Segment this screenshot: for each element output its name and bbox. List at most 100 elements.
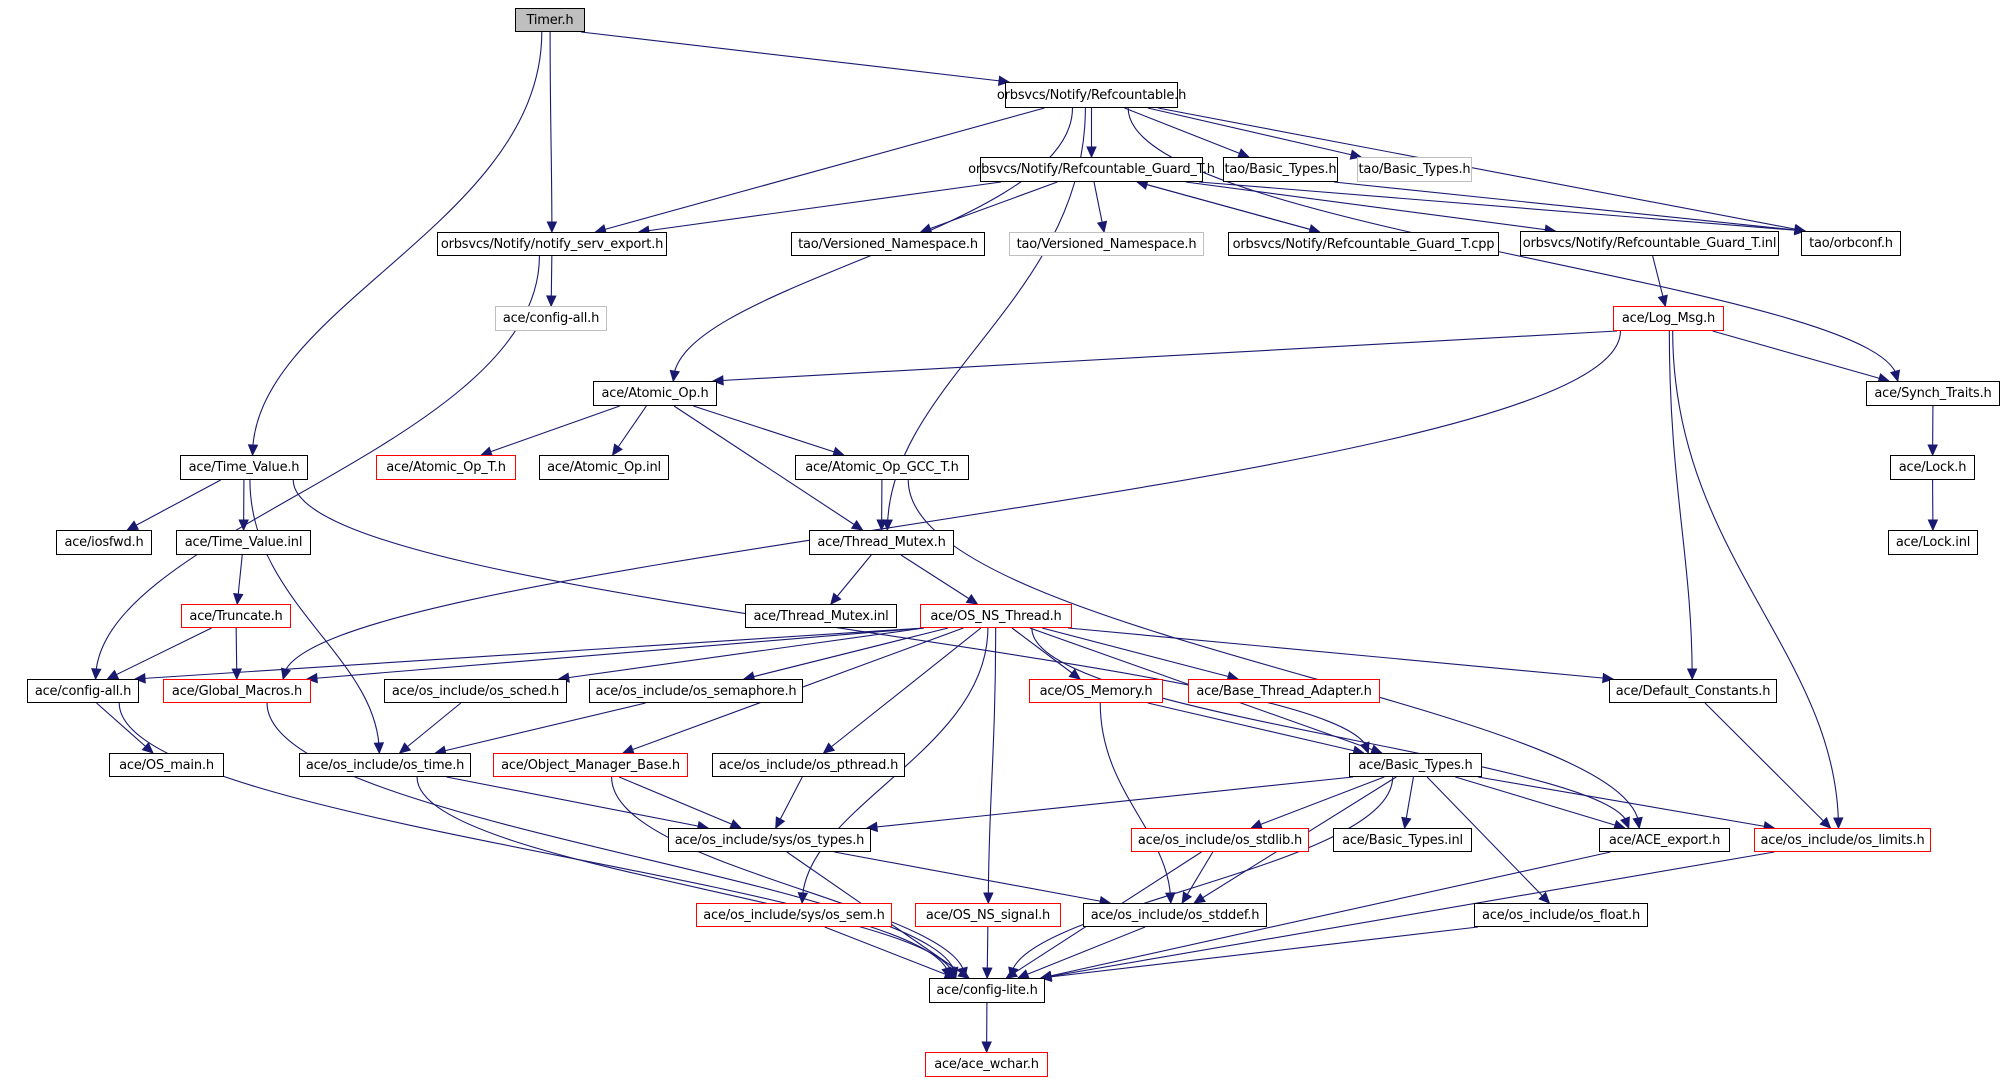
edge-time-value-to-iosfwd [127, 479, 221, 531]
node-os-pthread[interactable]: ace/os_include/os_pthread.h [712, 753, 905, 777]
node-guard-t-h[interactable]: orbsvcs/Notify/Refcountable_Guard_T.h [968, 157, 1215, 182]
node-tao-versioned-ext[interactable]: tao/Versioned_Namespace.h [1009, 232, 1204, 256]
arrowhead-icon [1620, 816, 1630, 830]
node-ace-basic-types[interactable]: ace/Basic_Types.h [1349, 753, 1482, 777]
node-os-ns-thread[interactable]: ace/OS_NS_Thread.h [920, 604, 1072, 628]
node-lock-inl[interactable]: ace/Lock.inl [1888, 530, 1978, 555]
arrowhead-icon [997, 75, 1011, 87]
arrowhead-icon [1193, 892, 1206, 904]
node-refcountable[interactable]: orbsvcs/Notify/Refcountable.h [997, 82, 1186, 108]
node-atomic-op-inl[interactable]: ace/Atomic_Op.inl [539, 455, 669, 480]
node-guard-t-inl[interactable]: orbsvcs/Notify/Refcountable_Guard_T.inl [1520, 231, 1779, 256]
arrowhead-icon [546, 295, 557, 308]
node-tao-basic-types-ext[interactable]: tao/Basic_Types.h [1357, 157, 1472, 182]
node-os-stdlib[interactable]: ace/os_include/os_stdlib.h [1131, 828, 1309, 852]
node-ace-basic-types-inl[interactable]: ace/Basic_Types.inl [1333, 828, 1472, 852]
arrowhead-icon [983, 892, 994, 905]
arrowhead-icon [1833, 817, 1844, 830]
node-lock-h[interactable]: ace/Lock.h [1890, 455, 1975, 480]
node-config-all[interactable]: ace/config-all.h [27, 679, 139, 703]
node-time-value[interactable]: ace/Time_Value.h [180, 455, 308, 480]
arrowhead-icon [1096, 220, 1108, 234]
node-object-manager-base[interactable]: ace/Object_Manager_Base.h [493, 753, 688, 777]
edge-guard-t-h-to-tao-orbconf [1198, 181, 1806, 232]
edge-os-ns-thread-to-base-thread-adapter [1041, 627, 1239, 680]
arrowhead-icon [231, 668, 242, 681]
node-thread-mutex-inl[interactable]: ace/Thread_Mutex.inl [745, 604, 897, 628]
arrowhead-icon [1005, 967, 1019, 979]
node-timer[interactable]: Timer.h [515, 8, 585, 32]
node-default-constants[interactable]: ace/Default_Constants.h [1609, 679, 1777, 703]
node-os-float[interactable]: ace/os_include/os_float.h [1474, 903, 1648, 927]
arrowhead-icon [398, 742, 412, 754]
node-atomic-op-gcc-t[interactable]: ace/Atomic_Op_GCC_T.h [795, 455, 969, 480]
node-tao-orbconf[interactable]: tao/orbconf.h [1801, 231, 1901, 256]
node-os-semaphore[interactable]: ace/os_include/os_semaphore.h [589, 679, 803, 703]
node-os-main[interactable]: ace/OS_main.h [109, 753, 224, 777]
edge-timer-to-notify-serv-export [549, 31, 553, 233]
edge-os-ns-thread-to-config-all [134, 627, 925, 680]
node-os-stddef[interactable]: ace/os_include/os_stddef.h [1083, 903, 1267, 927]
arrowhead-icon [1068, 668, 1081, 680]
arrowhead-icon [247, 444, 259, 457]
node-os-types[interactable]: ace/os_include/sys/os_types.h [668, 828, 871, 852]
node-global-macros[interactable]: ace/Global_Macros.h [163, 679, 311, 703]
edge-os-ns-thread-to-os-pthread [823, 627, 982, 754]
edge-os-time-to-os-types [446, 776, 709, 829]
arrowhead-icon [1181, 891, 1193, 905]
arrowhead-icon [775, 816, 786, 830]
edge-atomic-op-to-thread-mutex [673, 405, 863, 531]
node-thread-mutex[interactable]: ace/Thread_Mutex.h [809, 530, 954, 555]
edge-ace-basic-types-to-os-types [866, 776, 1354, 829]
edge-ace-basic-types-to-os-stdlib [1251, 776, 1385, 829]
arrowhead-icon [982, 967, 993, 980]
node-notify-serv-export[interactable]: orbsvcs/Notify/notify_serv_export.h [437, 232, 667, 256]
node-config-all-ext[interactable]: ace/config-all.h [495, 306, 607, 331]
arrowhead-icon [1401, 816, 1412, 830]
edge-log-msg-to-synch-traits [1712, 330, 1890, 382]
edge-ace-basic-types-to-os-limits [1477, 776, 1775, 829]
node-time-value-inl[interactable]: ace/Time_Value.inl [176, 530, 311, 555]
arrowhead-icon [126, 520, 140, 531]
node-os-memory[interactable]: ace/OS_Memory.h [1029, 679, 1163, 703]
node-tao-basic-types[interactable]: tao/Basic_Types.h [1223, 157, 1338, 182]
node-truncate[interactable]: ace/Truncate.h [181, 604, 291, 628]
node-config-lite[interactable]: ace/config-lite.h [929, 978, 1045, 1003]
edge-os-ns-thread-to-global-macros [306, 627, 925, 680]
node-atomic-op[interactable]: ace/Atomic_Op.h [593, 381, 717, 406]
edge-log-msg-to-default-constants [1668, 330, 1693, 680]
edge-atomic-op-to-atomic-op-gcc-t [693, 405, 844, 456]
node-ace-wchar[interactable]: ace/ace_wchar.h [925, 1052, 1048, 1077]
arrowhead-icon [711, 375, 724, 386]
edge-log-msg-to-atomic-op [712, 330, 1618, 382]
arrowhead-icon [305, 672, 318, 684]
node-atomic-op-t[interactable]: ace/Atomic_Op_T.h [376, 455, 516, 480]
edge-os-types-to-os-stddef [834, 851, 1111, 904]
edge-time-value-to-os-time [249, 479, 380, 754]
node-os-sem[interactable]: ace/os_include/sys/os_sem.h [696, 903, 892, 927]
node-base-thread-adapter[interactable]: ace/Base_Thread_Adapter.h [1188, 679, 1380, 703]
node-log-msg[interactable]: ace/Log_Msg.h [1613, 306, 1724, 331]
arrowhead-icon [1686, 668, 1698, 681]
node-os-time[interactable]: ace/os_include/os_time.h [299, 753, 471, 777]
edge-refcountable-to-notify-serv-export [595, 107, 1045, 233]
node-os-sched[interactable]: ace/os_include/os_sched.h [384, 679, 567, 703]
arrowhead-icon [373, 742, 385, 755]
arrowhead-icon [106, 669, 120, 680]
arrowhead-icon [1927, 444, 1938, 457]
node-ace-export[interactable]: ace/ACE_export.h [1599, 828, 1730, 852]
arrowhead-icon [233, 593, 244, 606]
node-tao-versioned[interactable]: tao/Versioned_Namespace.h [791, 232, 985, 256]
arrowhead-icon [1086, 146, 1097, 159]
edge-ace-basic-types-to-ace-export [1455, 776, 1625, 829]
edge-guard-t-cpp-to-guard-t-h [1136, 181, 1320, 233]
node-iosfwd[interactable]: ace/iosfwd.h [56, 530, 152, 555]
arrowhead-icon [238, 519, 249, 532]
node-guard-t-cpp[interactable]: orbsvcs/Notify/Refcountable_Guard_T.cpp [1228, 232, 1499, 256]
edge-guard-t-h-to-tao-versioned [920, 181, 1058, 233]
node-synch-traits[interactable]: ace/Synch_Traits.h [1866, 381, 2000, 406]
node-os-limits[interactable]: ace/os_include/os_limits.h [1754, 828, 1931, 852]
arrowhead-icon [669, 369, 681, 383]
node-os-ns-signal[interactable]: ace/OS_NS_signal.h [915, 903, 1061, 927]
